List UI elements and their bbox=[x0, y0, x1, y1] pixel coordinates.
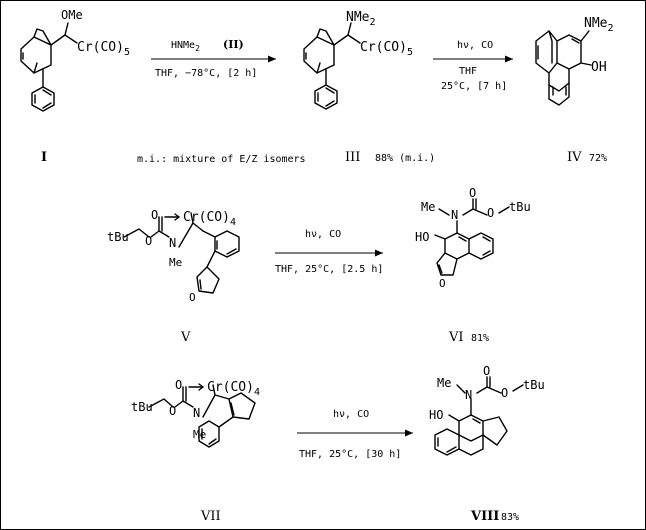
compound-VIII-ho: HO bbox=[429, 408, 443, 422]
compound-VIII-structure bbox=[434, 376, 524, 456]
compound-VI-ester-o: O bbox=[487, 206, 494, 220]
compound-V-o1: O bbox=[145, 234, 152, 248]
compound-V-label: V bbox=[180, 330, 191, 345]
compound-VI-n: N bbox=[451, 208, 458, 222]
arrow-3 bbox=[275, 249, 383, 257]
arrow-2-conditions-top: hν, CO bbox=[457, 40, 493, 51]
compound-VII-metal: Cr(CO)4 bbox=[207, 380, 260, 398]
compound-VII-o1: O bbox=[169, 404, 176, 418]
arrow-1 bbox=[151, 55, 276, 63]
compound-VIII-ester-o: O bbox=[501, 386, 508, 400]
compound-V-structure bbox=[123, 212, 240, 294]
compound-VI-yield: 81% bbox=[471, 333, 489, 344]
compound-IV-structure bbox=[535, 30, 592, 106]
isomer-note: m.i.: mixture of E/Z isomers bbox=[137, 154, 306, 165]
compound-VIII-carbonyl-o: O bbox=[483, 364, 490, 378]
compound-I-label: I bbox=[41, 150, 47, 165]
compound-III-structure bbox=[303, 22, 361, 110]
compound-VI-label: VI bbox=[448, 330, 464, 345]
compound-VII-structure bbox=[148, 383, 256, 448]
arrow-1-reagent-label: (II) bbox=[223, 38, 244, 51]
compound-VII-n: N bbox=[193, 406, 200, 420]
compound-VII-tbu: tBu bbox=[131, 400, 153, 414]
compound-IV-hydroxyl: OH bbox=[591, 60, 607, 75]
compound-V-o2: O bbox=[151, 208, 158, 222]
compound-IV-yield: 72% bbox=[589, 153, 607, 164]
compound-I-metal: Cr(CO)5 bbox=[77, 40, 130, 58]
compound-VI-tbu: tBu bbox=[509, 200, 531, 214]
compound-VII-label: VII bbox=[200, 509, 221, 524]
compound-VII-me: Me bbox=[193, 428, 206, 441]
compound-VI-structure bbox=[434, 198, 510, 276]
arrow-4-conditions-top: hν, CO bbox=[333, 409, 369, 420]
compound-I-structure bbox=[20, 22, 78, 112]
compound-VIII-tbu: tBu bbox=[523, 378, 545, 392]
compound-III-amine: NMe2 bbox=[346, 10, 376, 28]
arrow-1-reagent: HNMe2 bbox=[171, 40, 200, 53]
compound-V-tbu: tBu bbox=[107, 230, 129, 244]
arrow-2-solvent: THF bbox=[459, 66, 477, 77]
compound-VIII-n: N bbox=[465, 388, 472, 402]
compound-VIII-yield: 83% bbox=[501, 512, 519, 523]
compound-VII-o2: O bbox=[175, 378, 182, 392]
arrow-2-temp-time: 25°C, [7 h] bbox=[441, 81, 507, 92]
arrow-2 bbox=[433, 55, 513, 63]
compound-VI-ho: HO bbox=[415, 230, 429, 244]
compound-I-methoxy: OMe bbox=[61, 8, 83, 22]
compound-VI-me: Me bbox=[421, 200, 435, 214]
compound-V-furan-o: O bbox=[189, 291, 196, 304]
arrow-4 bbox=[297, 429, 413, 437]
compound-IV-amine: NMe2 bbox=[584, 16, 614, 34]
compound-V-me: Me bbox=[169, 256, 182, 269]
arrow-3-conditions-top: hν, CO bbox=[305, 229, 341, 240]
compound-III-label: III bbox=[345, 150, 360, 165]
compound-VIII-label: VIII bbox=[470, 509, 499, 524]
compound-III-metal: Cr(CO)5 bbox=[360, 40, 413, 58]
compound-VI-furan-o: O bbox=[439, 277, 446, 290]
arrow-1-conditions: THF, −78°C, [2 h] bbox=[155, 68, 257, 79]
compound-V-metal: Cr(CO)4 bbox=[183, 210, 236, 228]
compound-VI-carbonyl-o: O bbox=[469, 186, 476, 200]
compound-IV-label: IV bbox=[567, 150, 582, 165]
compound-V-n: N bbox=[169, 236, 176, 250]
compound-III-yield: 88% (m.i.) bbox=[375, 153, 435, 164]
arrow-3-conditions-bottom: THF, 25°C, [2.5 h] bbox=[275, 264, 383, 275]
compound-VIII-me: Me bbox=[437, 376, 451, 390]
arrow-4-conditions-bottom: THF, 25°C, [30 h] bbox=[299, 449, 401, 460]
